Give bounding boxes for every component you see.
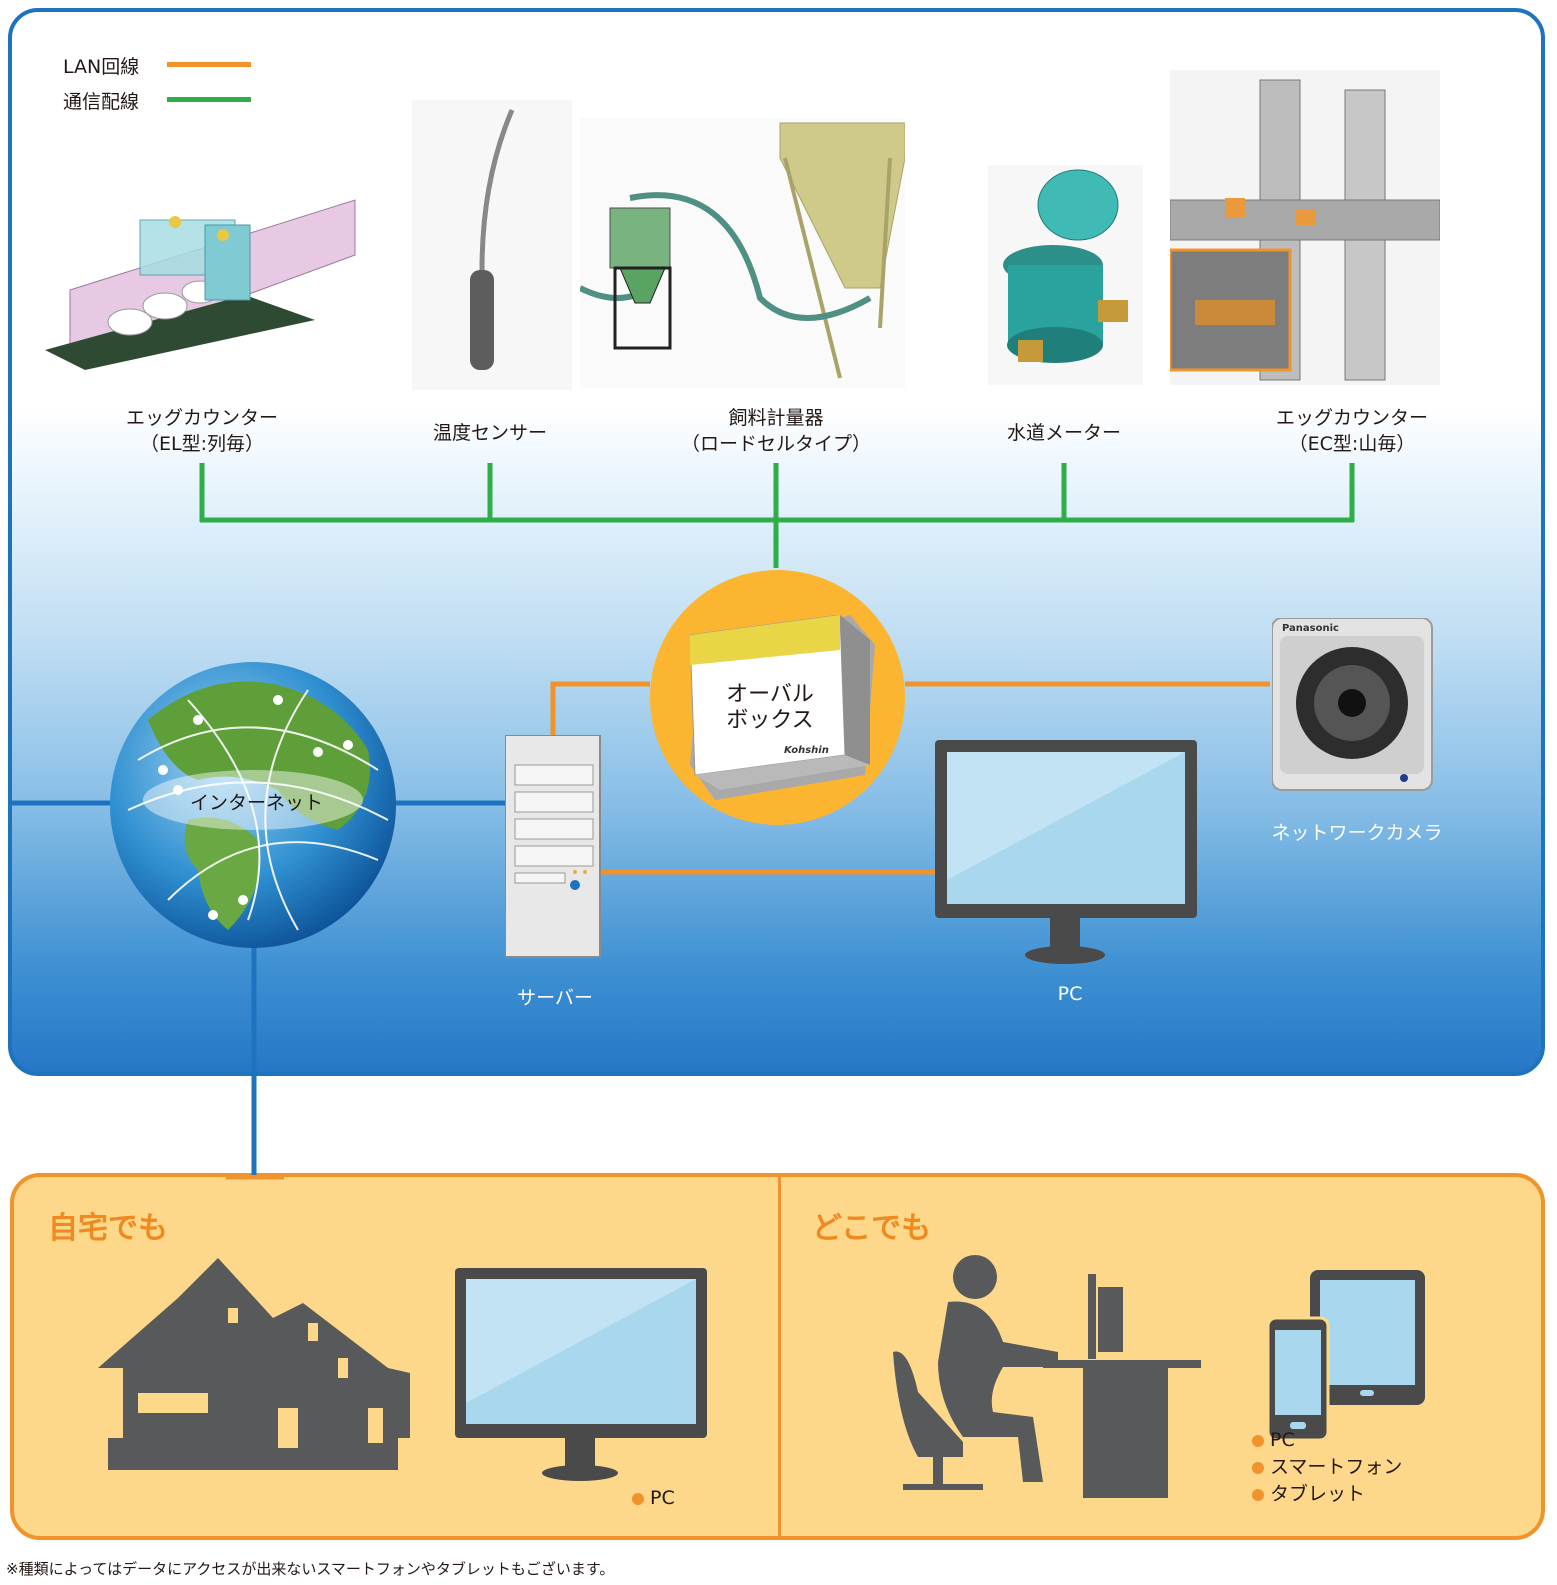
home-title: 自宅でも [48, 1211, 168, 1246]
egg-counter-ec-illustration [1170, 70, 1440, 385]
legend-lan-label: LAN回線 [63, 56, 140, 78]
pc-label: PC [1057, 983, 1083, 1005]
temperature-sensor-illustration [412, 100, 572, 390]
network-camera-label: ネットワークカメラ [1271, 822, 1443, 844]
anywhere-title: どこでも [812, 1211, 932, 1246]
device-label-line1: 飼料計量器 [728, 407, 824, 429]
home-item-label: PC [650, 1487, 675, 1509]
water-meter-illustration [988, 165, 1143, 385]
anywhere-items: PC スマートフォン タブレット [1252, 1427, 1402, 1508]
anywhere-item-smartphone: スマートフォン [1252, 1454, 1402, 1481]
bullet-icon [632, 1492, 644, 1505]
home-pc-monitor-icon [455, 1268, 707, 1481]
globe-icon [110, 662, 396, 948]
footnote: ※種類によってはデータにアクセスが出来ないスマートフォンやタブレットもございます… [6, 1560, 615, 1578]
pc-monitor-icon [935, 740, 1197, 964]
server-icon [505, 735, 601, 958]
access-panel-divider [778, 1176, 781, 1537]
house-icon [98, 1258, 410, 1470]
bullet-icon [1252, 1488, 1264, 1501]
feed-scale-illustration [580, 118, 905, 388]
anywhere-item-label: スマートフォン [1270, 1456, 1403, 1478]
anywhere-item-tablet: タブレット [1252, 1481, 1402, 1508]
egg-counter-el-illustration [45, 199, 356, 370]
bullet-icon [1252, 1461, 1264, 1474]
device-label-water-meter: 水道メーター [964, 420, 1164, 446]
internet-lines [10, 800, 505, 1175]
lan-wiring [226, 681, 1270, 1180]
anywhere-item-label: タブレット [1270, 1483, 1366, 1505]
device-label-line2: （EC型:山毎） [1288, 433, 1416, 455]
device-label-line1: エッグカウンター [125, 407, 278, 429]
device-label-egg-counter-el: エッグカウンター （EL型:列毎） [102, 405, 302, 457]
camera-brand: Panasonic [1282, 623, 1339, 634]
device-label-line1: エッグカウンター [1275, 407, 1428, 429]
oval-box-device [690, 615, 875, 800]
tablet-and-smartphone-icon [1268, 1270, 1425, 1442]
device-label-feed-scale: 飼料計量器 （ロードセルタイプ） [666, 405, 886, 457]
device-label-egg-counter-ec: エッグカウンター （EC型:山毎） [1252, 405, 1452, 457]
legend-lan-line [167, 62, 251, 67]
comm-wiring [199, 463, 1355, 568]
oval-box-label: オーバル ボックス [705, 682, 835, 734]
anywhere-item-label: PC [1270, 1429, 1295, 1451]
device-label-line2: （ロードセルタイプ） [680, 433, 871, 455]
device-label-line2: （EL型:列毎） [140, 433, 264, 455]
device-label-line1: 温度センサー [432, 422, 547, 444]
oval-box-brand: Kohshin [784, 745, 829, 756]
home-item-pc: PC [632, 1485, 675, 1512]
anywhere-item-pc: PC [1252, 1427, 1402, 1454]
oval-box-label-line2: ボックス [726, 708, 814, 733]
legend-comm-label: 通信配線 [63, 91, 140, 113]
bullet-icon [1252, 1434, 1264, 1447]
device-label-temperature-sensor: 温度センサー [390, 420, 590, 446]
oval-box-label-line1: オーバル [726, 682, 814, 707]
device-label-line1: 水道メーター [1006, 422, 1121, 444]
legend-comm-line [167, 97, 251, 102]
person-at-desk-icon [893, 1255, 1201, 1498]
internet-label: インターネット [190, 792, 324, 814]
network-camera-icon [1272, 618, 1433, 791]
server-label: サーバー [517, 987, 593, 1009]
